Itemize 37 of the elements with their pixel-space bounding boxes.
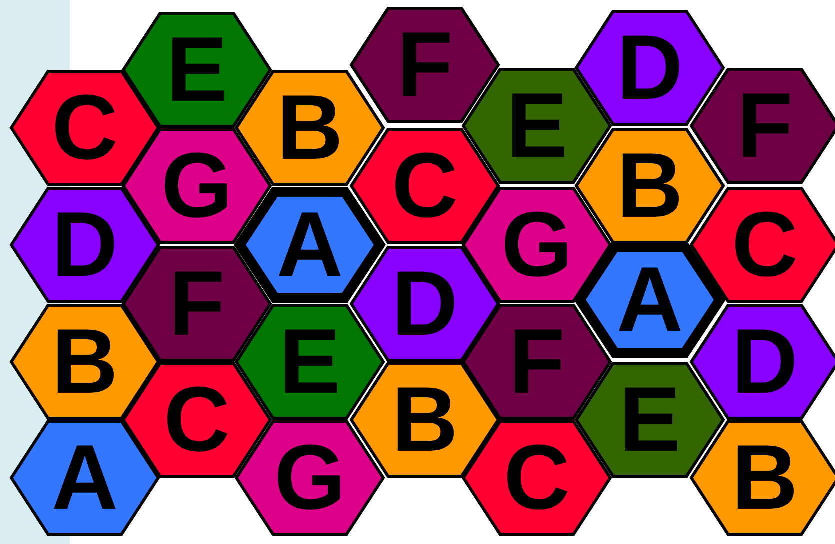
tile-letter: F (168, 258, 226, 350)
hexagon-tile (690, 187, 835, 303)
tile-letter: D (50, 199, 120, 291)
tile-letter: E (618, 374, 682, 466)
tile-letter: D (730, 316, 800, 408)
tile-letter: C (502, 432, 572, 524)
tile-letter: G (273, 432, 347, 524)
tile-letter: C (162, 374, 232, 466)
tile-letter: A (616, 254, 684, 346)
tile-letter: F (396, 19, 454, 111)
hexagon-tile (10, 420, 160, 536)
hexagon-tile (690, 68, 835, 184)
tile-letter: F (736, 80, 794, 172)
tile-letter: G (500, 199, 574, 291)
hexagon-tile (235, 420, 385, 536)
tile-letter: F (508, 316, 566, 408)
tile-letter: A (276, 199, 344, 291)
tile-letter: E (505, 80, 569, 172)
tile-letter: B (730, 432, 800, 524)
tile-letter: E (165, 24, 229, 116)
tile-letter: B (616, 140, 684, 232)
tile-letter: C (50, 82, 120, 174)
tile-letter: B (50, 316, 120, 408)
tile-letter: A (50, 432, 120, 524)
tile-letter: D (616, 22, 684, 114)
tile-letter: C (390, 140, 460, 232)
hexagon-tile (462, 420, 612, 536)
hexagon-tile (690, 420, 835, 536)
tile-letter: C (730, 199, 800, 291)
hexagon-tile (690, 304, 835, 420)
tile-letter: D (390, 258, 460, 350)
tile-letter: B (276, 82, 344, 174)
tile-letter: B (390, 374, 460, 466)
tile-letter: E (278, 316, 342, 408)
hexagon-tile (10, 187, 160, 303)
tile-letter: G (160, 140, 234, 232)
hexagon-tile (10, 70, 160, 186)
